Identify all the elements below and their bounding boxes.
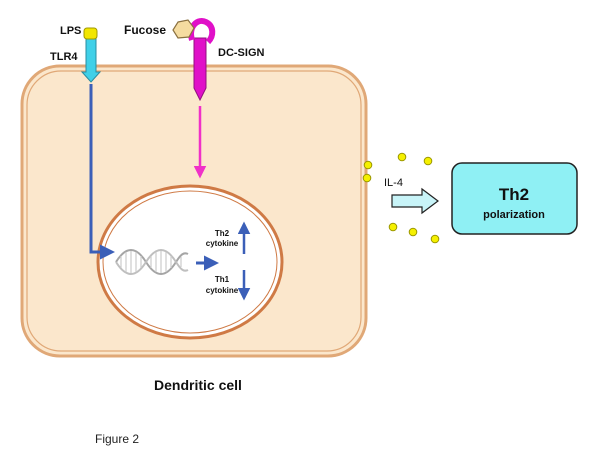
tlr4-label: TLR4 (50, 51, 78, 63)
lps-molecule (83, 27, 98, 40)
th2-cytokine-label: Th2 (215, 229, 230, 238)
fucose-molecule (172, 19, 195, 39)
th1-cytokine-label-2: cytokine (206, 286, 239, 295)
dc-sign-receptor (193, 37, 207, 102)
dc-sign-label: DC-SIGN (218, 47, 265, 59)
output-arrow (391, 187, 439, 215)
nucleus-inner-ring (102, 190, 278, 334)
cell-label: Dendritic cell (154, 377, 242, 393)
il4-dot (363, 160, 373, 170)
lps-label: LPS (60, 25, 81, 37)
th2-box-title: Th2 (499, 185, 529, 204)
il4-dot (423, 156, 433, 166)
il4-molecules (362, 152, 440, 244)
th2-box-subtitle: polarization (483, 209, 545, 221)
th1-cytokine-label: Th1 (215, 275, 230, 284)
il4-dot (430, 234, 440, 244)
il4-dot (397, 152, 407, 162)
figure-caption: Figure 2 (95, 432, 140, 446)
th2-cytokine-label-2: cytokine (206, 239, 239, 248)
il4-dot (388, 222, 398, 232)
th2-polarization-box (451, 162, 578, 235)
dna-helix-icon (115, 249, 189, 275)
tlr4-receptor (80, 37, 102, 83)
il4-label: IL-4 (384, 177, 403, 189)
il4-dot (362, 173, 372, 183)
tlr4-signal-arrow (89, 84, 115, 260)
nucleus (96, 184, 284, 340)
il4-dot (408, 227, 418, 237)
fucose-label: Fucose (124, 23, 166, 37)
